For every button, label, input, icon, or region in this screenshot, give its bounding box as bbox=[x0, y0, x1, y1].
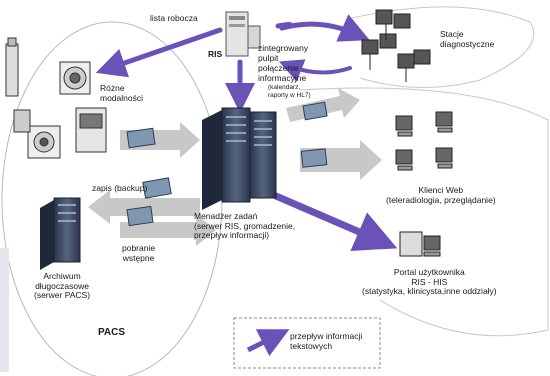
film-icon bbox=[126, 101, 328, 227]
modalities-label: Różne modalności bbox=[100, 83, 143, 103]
manager-label: Menadżer zadań (serwer RIS, gromadzenie,… bbox=[194, 211, 296, 240]
pacs-label: PACS bbox=[98, 327, 126, 338]
legend-label: przepływ informacji tekstowych bbox=[290, 331, 363, 351]
prefetch-label: pobranie wstępne bbox=[122, 243, 156, 263]
purple-arrows bbox=[95, 14, 398, 251]
integrated-desktop-label: zintegrowany pulpit bbox=[258, 43, 309, 63]
diag-stations-label: Stacje diagnostyczne bbox=[440, 29, 495, 49]
ris-server-icon bbox=[225, 11, 261, 57]
archive-label: Archiwum długoczasowe (serwer PACS) bbox=[34, 271, 91, 300]
info-link-detail-label: (kalendarz, raporty w HL7) bbox=[268, 84, 311, 99]
legend-box bbox=[233, 317, 381, 369]
web-clients-label: Klienci Web (teleradiologia, przeglądani… bbox=[386, 185, 496, 205]
info-link-label: połączenie informacyjne bbox=[258, 63, 307, 83]
ris-label: RIS bbox=[208, 49, 223, 59]
monitor-icon bbox=[395, 111, 453, 171]
portal-label: Portal użytkownika RIS - HIS (statystyka… bbox=[362, 267, 497, 296]
modality-icon bbox=[5, 37, 107, 159]
worklist-label: lista robocza bbox=[150, 13, 198, 23]
workstation-icon bbox=[361, 9, 431, 82]
left-edge-strip bbox=[0, 248, 9, 372]
web-boundary bbox=[299, 87, 549, 337]
backup-label: zapis (backup) bbox=[92, 183, 148, 193]
legend-arrow bbox=[246, 329, 290, 357]
portal-computer-icon bbox=[399, 231, 441, 257]
task-manager-server-icon bbox=[202, 107, 277, 210]
archive-server-icon bbox=[40, 197, 81, 270]
diag-boundary bbox=[351, 6, 535, 88]
